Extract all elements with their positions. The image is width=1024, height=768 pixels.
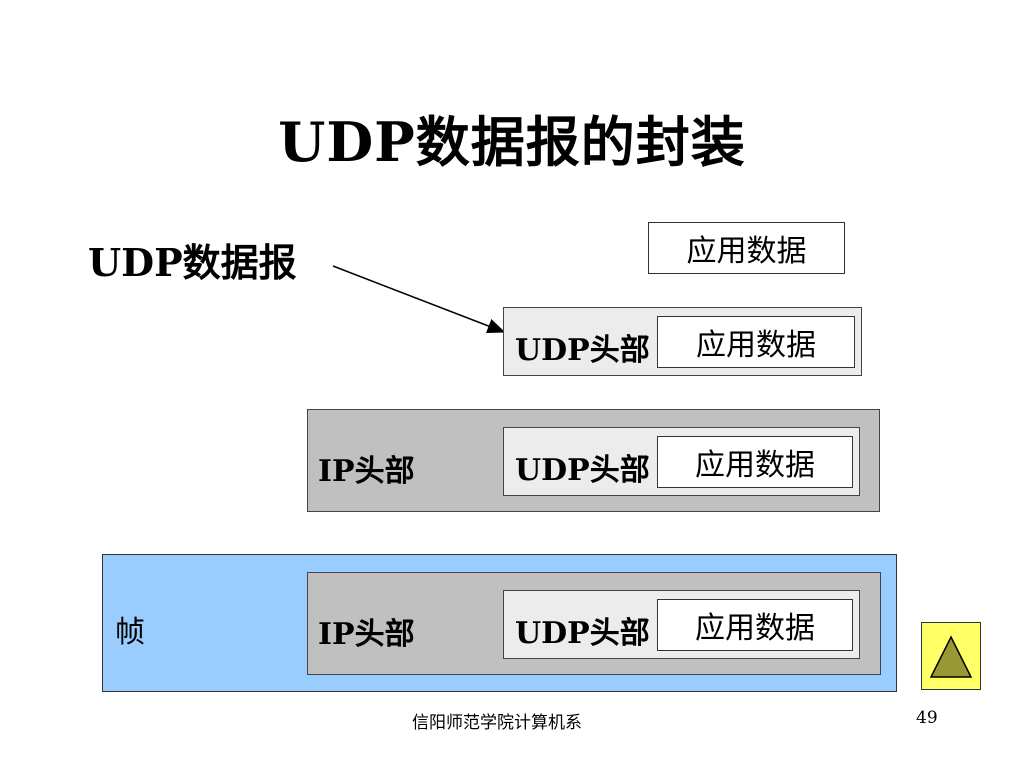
- app-data-box-top: 应用数据: [648, 222, 845, 274]
- udp-datagram-box: UDP头部 应用数据: [503, 307, 862, 376]
- app-data-box: 应用数据: [657, 599, 853, 651]
- ip-header-label: IP头部: [318, 617, 415, 652]
- nav-up-button[interactable]: [921, 622, 981, 690]
- udp-datagram-box: UDP头部 应用数据: [503, 427, 860, 496]
- app-data-label: 应用数据: [696, 328, 816, 363]
- app-data-label: 应用数据: [695, 611, 815, 646]
- frame-label: 帧: [115, 615, 145, 650]
- app-data-box: 应用数据: [657, 316, 855, 368]
- app-data-label: 应用数据: [686, 234, 807, 269]
- ip-packet-box: IP头部 UDP头部 应用数据: [307, 409, 880, 512]
- udp-header-label: UDP头部: [515, 453, 650, 488]
- triangle-up-icon: [929, 635, 973, 678]
- slide-title: UDP数据报的封装: [278, 110, 746, 174]
- ip-packet-box: IP头部 UDP头部 应用数据: [307, 572, 881, 675]
- ip-header-label: IP头部: [318, 454, 415, 489]
- app-data-box: 应用数据: [657, 436, 853, 488]
- app-data-label: 应用数据: [695, 448, 815, 483]
- page-number: 49: [916, 708, 938, 728]
- udp-datagram-label: UDP数据报: [88, 240, 297, 285]
- udp-header-label: UDP头部: [515, 616, 650, 651]
- footer-text: 信阳师范学院计算机系: [412, 713, 582, 733]
- udp-header-label: UDP头部: [515, 333, 650, 368]
- udp-datagram-box: UDP头部 应用数据: [503, 590, 860, 659]
- frame-box: 帧 IP头部 UDP头部 应用数据: [102, 554, 897, 692]
